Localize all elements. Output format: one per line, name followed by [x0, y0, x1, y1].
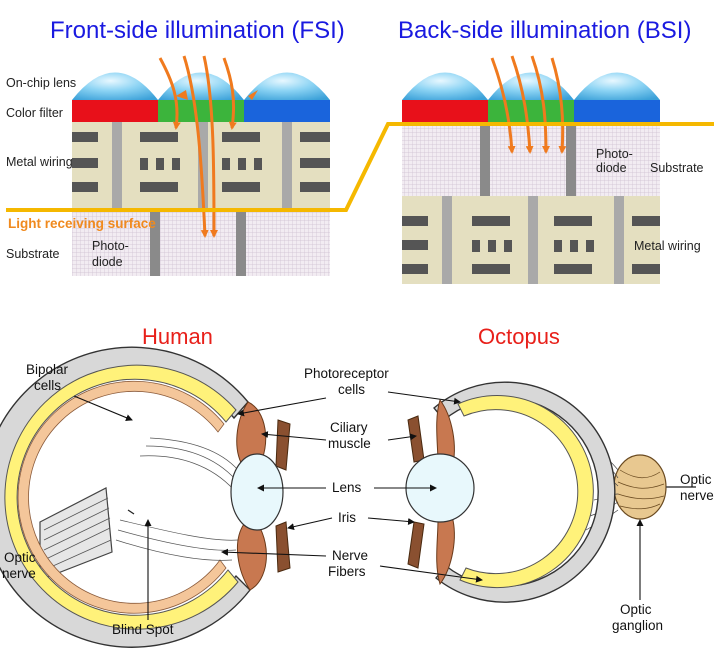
label-optic-nerve-right-1: Optic [680, 472, 712, 487]
label-metal-wiring-fsi: Metal wiring [6, 155, 73, 169]
bsi-filter-blue [574, 100, 660, 122]
label-light-receiving-surface: Light receiving surface [8, 216, 156, 231]
label-lens: Lens [332, 480, 362, 495]
bsi-lens-3 [574, 72, 660, 100]
label-substrate-bsi: Substrate [650, 161, 704, 175]
leader-lines [73, 391, 644, 620]
octopus-iris-bottom [407, 521, 425, 569]
label-ciliary-2: muscle [328, 436, 371, 451]
fsi-sensor [72, 55, 330, 276]
human-iris-bottom [275, 521, 291, 573]
octopus-optic-ganglion [613, 454, 667, 520]
human-title: Human [142, 324, 213, 349]
fsi-filter-red [72, 100, 158, 122]
label-photoreceptor-2: cells [338, 382, 365, 397]
label-metal-wiring-bsi: Metal wiring [634, 239, 701, 253]
human-eye [0, 346, 291, 648]
label-optic-ganglion-1: Optic [620, 602, 652, 617]
label-optic-ganglion-2: ganglion [612, 618, 663, 633]
human-iris-top [275, 419, 291, 471]
fsi-metal-wires [72, 132, 330, 192]
octopus-retina [457, 395, 594, 589]
bsi-lens-2 [488, 72, 574, 100]
human-ciliary-muscle-bottom [237, 523, 267, 591]
label-optic-nerve-right-2: nerve [680, 488, 714, 503]
human-retina [4, 364, 239, 630]
label-iris: Iris [338, 510, 356, 525]
label-bipolar-2: cells [34, 378, 61, 393]
human-nerve-fibers [115, 437, 239, 561]
label-photodiode-fsi-1: Photo- [92, 239, 129, 253]
octopus-sclera [433, 381, 616, 603]
label-blind-spot: Blind Spot [112, 622, 174, 637]
bsi-sensor [402, 55, 660, 284]
label-photoreceptor-1: Photoreceptor [304, 366, 389, 381]
octopus-title: Octopus [478, 324, 560, 349]
label-nerve-2: Fibers [328, 564, 366, 579]
fsi-filter-blue [244, 100, 330, 122]
fsi-lens-2 [158, 72, 244, 100]
bsi-metal-wires [402, 216, 660, 274]
fsi-light-rays [158, 55, 237, 238]
fsi-substrate [72, 210, 330, 276]
label-ciliary-1: Ciliary [330, 420, 368, 435]
fsi-filter-green [158, 100, 244, 122]
human-bipolar-layer [17, 380, 227, 614]
light-receiving-surface-line [6, 122, 714, 212]
bsi-light-rays [490, 55, 567, 154]
label-substrate-fsi: Substrate [6, 247, 60, 261]
fsi-lens-1 [72, 72, 158, 100]
label-color-filter: Color filter [6, 106, 63, 120]
label-photodiode-fsi-2: diode [92, 255, 123, 269]
eye-labels: Bipolar cells Photoreceptor cells Ciliar… [2, 362, 714, 637]
label-bipolar-1: Bipolar [26, 362, 69, 377]
bsi-filter-red [402, 100, 488, 122]
bsi-filter-green [488, 100, 574, 122]
bsi-lens-1 [402, 72, 488, 100]
octopus-iris-top [407, 415, 425, 463]
label-nerve-1: Nerve [332, 548, 368, 563]
bsi-substrate [402, 122, 660, 196]
fsi-lens-3 [244, 72, 330, 100]
label-photodiode-bsi-1: Photo- [596, 147, 633, 161]
fsi-title: Front-side illumination (FSI) [50, 17, 345, 44]
bsi-title: Back-side illumination (BSI) [398, 17, 691, 44]
label-optic-nerve-left-1: Optic [4, 550, 36, 565]
label-optic-nerve-left-2: nerve [2, 566, 36, 581]
label-photodiode-bsi-2: diode [596, 161, 627, 175]
octopus-eye [405, 381, 696, 603]
label-on-chip-lens: On-chip lens [6, 76, 76, 90]
human-lens [230, 453, 284, 531]
